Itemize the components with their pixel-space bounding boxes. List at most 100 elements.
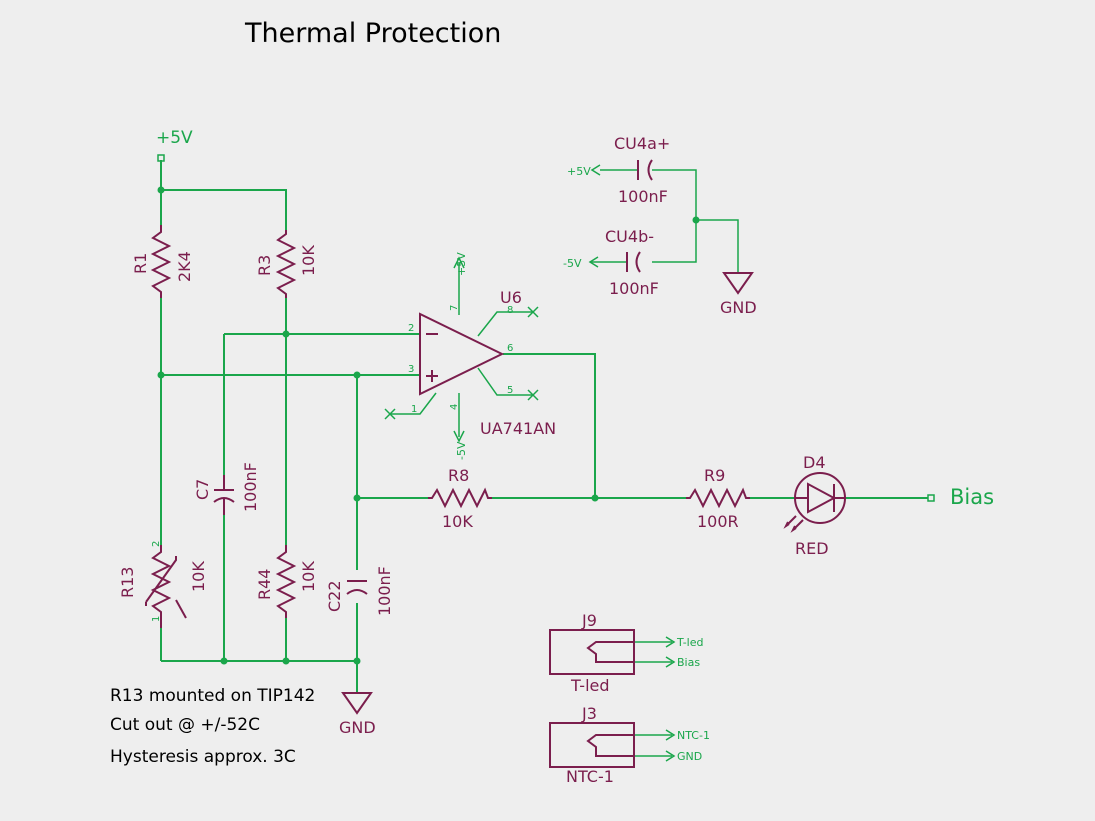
c22-plate-bottom (346, 589, 368, 595)
no-connect-pin5 (527, 389, 539, 401)
r3-value: 10K (299, 245, 318, 276)
wire-pin5 (477, 367, 533, 396)
resistor-r9-body (686, 487, 750, 509)
u6-pin-plus: 3 (408, 364, 414, 375)
opamp-u6: U6 UA741AN 2 3 6 7 4 8 5 1 (408, 288, 556, 438)
cu4a-net-label: +5V (567, 165, 591, 178)
bias-port-icon (927, 494, 935, 502)
c22-value: 100nF (375, 566, 394, 616)
c22-ref: C22 (325, 580, 344, 612)
cu4b-plate-right (635, 251, 641, 273)
arrow-cu4b (588, 256, 599, 268)
junction-out (591, 494, 599, 502)
note-line-2: Cut out @ +/-52C (110, 715, 260, 735)
junction-cu4 (692, 216, 700, 224)
junction-gnd-r44 (282, 657, 290, 665)
connector-j9-pins-icon (586, 641, 634, 663)
led-light-arrows-icon (783, 515, 804, 533)
arrow-opamp-vee (453, 430, 465, 443)
r9-value: 100R (697, 512, 739, 531)
u6-pin-out: 6 (507, 343, 513, 354)
j9-value: T-led (570, 676, 610, 695)
no-connect-marks (384, 306, 539, 420)
j9-pin2-label: Bias (677, 656, 700, 669)
cu4a-ref: CU4a+ (614, 134, 670, 153)
gnd-label-main: GND (339, 718, 376, 737)
opamp-vcc-label: +5V (455, 252, 468, 276)
notes: R13 mounted on TIP142 Cut out @ +/-52C H… (110, 686, 315, 767)
opamp-plus-sign (426, 370, 438, 382)
vcc-port-icon (157, 154, 165, 162)
arrow-j3-pin2 (665, 750, 676, 762)
capacitor-cu4b: CU4b- 100nF (605, 227, 659, 298)
arrow-j9-pin1 (665, 636, 676, 648)
junction-r1 (157, 371, 165, 379)
resistor-r8-body (428, 487, 492, 509)
r1-value: 2K4 (175, 251, 194, 282)
c7-ref: C7 (193, 479, 212, 500)
wire-pin8 (477, 311, 533, 337)
wires (160, 160, 928, 762)
d4-ref: D4 (803, 453, 826, 472)
junction-gnd-c7 (220, 657, 228, 665)
wire-vcc-rail (160, 160, 287, 230)
ground-icon-main (341, 692, 373, 715)
bias-net-label: Bias (950, 485, 994, 509)
u6-pin-vee: 4 (449, 404, 460, 410)
no-connect-pin8 (527, 306, 539, 318)
wire-cu4-right (652, 169, 697, 263)
resistor-r8: R8 10K (428, 466, 492, 531)
resistor-r9: R9 100R (686, 466, 750, 531)
r44-value: 10K (299, 561, 318, 592)
thermistor-r13: R13 10K 2 1 (118, 541, 208, 628)
r8-value: 10K (442, 512, 473, 531)
capacitor-c7: C7 100nF (193, 462, 260, 515)
cu4a-plate-right (647, 159, 653, 181)
junction-gnd-c22 (353, 657, 361, 665)
capacitor-c22: C22 100nF (325, 566, 394, 616)
u6-pin-minus: 2 (408, 323, 414, 334)
wire-pin1 (390, 392, 437, 415)
connector-j9: J9 T-led T-led Bias (549, 611, 704, 695)
resistor-r1: R1 2K4 (131, 225, 194, 298)
r44-ref: R44 (255, 569, 274, 600)
r8-ref: R8 (448, 466, 469, 485)
junction-minus (282, 330, 290, 338)
arrow-opamp-vcc (453, 256, 465, 269)
led-d4: D4 RED (783, 453, 846, 558)
cu4a-value: 100nF (618, 187, 668, 206)
schematic-title: Thermal Protection (244, 18, 501, 49)
opamp-u6-body (419, 312, 505, 396)
j3-pin1-label: NTC-1 (677, 729, 710, 742)
note-line-1: R13 mounted on TIP142 (110, 686, 315, 706)
ground-icon-caps (722, 272, 754, 295)
vcc-net-label: +5V (156, 128, 193, 148)
connector-j3-body (549, 722, 635, 768)
j9-ref: J9 (581, 611, 597, 630)
r1-ref: R1 (131, 253, 150, 274)
junction-r8 (353, 494, 361, 502)
gnd-label-caps: GND (720, 298, 757, 317)
cu4b-value: 100nF (609, 279, 659, 298)
resistor-r3-body (275, 230, 297, 298)
c7-value: 100nF (241, 462, 260, 512)
no-connect-pin1 (384, 408, 396, 420)
junction-vcc (157, 186, 165, 194)
junctions (157, 186, 700, 665)
cu4b-net-label: -5V (563, 257, 582, 270)
d4-value: RED (795, 539, 829, 558)
u6-pin-5: 5 (507, 385, 513, 396)
u6-ref: U6 (500, 288, 522, 307)
r13-pin-bottom: 1 (151, 616, 162, 622)
arrow-j9-pin2 (665, 656, 676, 668)
junction-plus (353, 371, 361, 379)
resistor-r44: R44 10K (255, 545, 318, 618)
thermistor-r13-slash (145, 556, 177, 603)
u6-pin-vcc: 7 (449, 305, 460, 311)
r3-ref: R3 (255, 255, 274, 276)
connector-j9-body (549, 629, 635, 675)
led-d4-triangle (807, 482, 837, 514)
connector-j3: J3 NTC-1 NTC-1 GND (549, 704, 710, 786)
